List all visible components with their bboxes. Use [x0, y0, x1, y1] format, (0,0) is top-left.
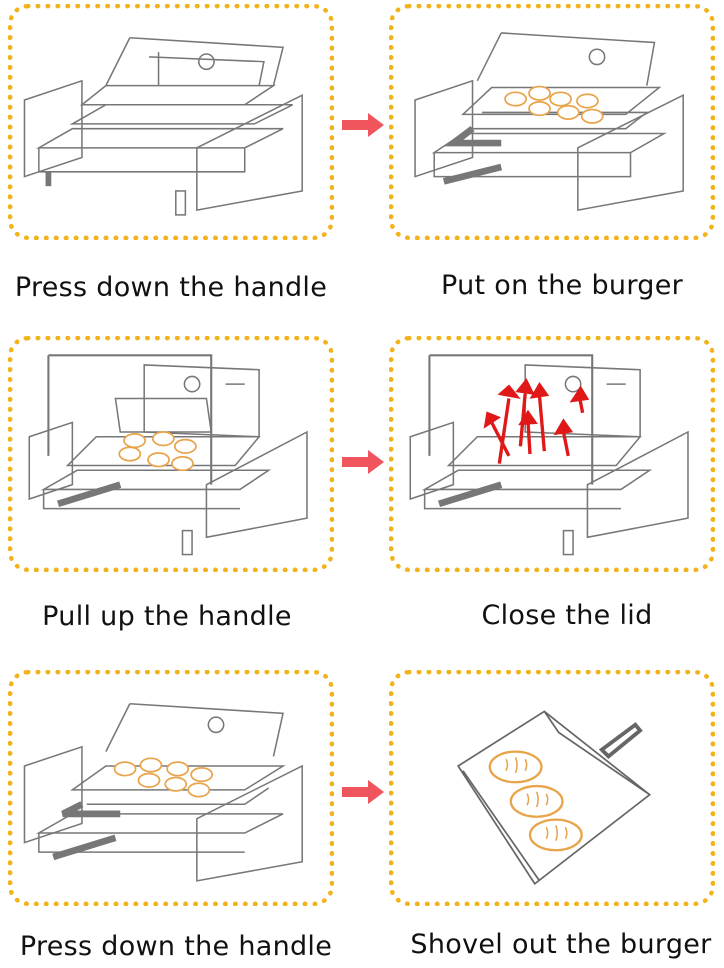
step-6-panel — [389, 670, 715, 906]
burger-shovel-illustration — [456, 710, 652, 886]
machine-handle-down-illustration — [23, 36, 303, 216]
step-2-caption: Put on the burger — [440, 270, 684, 301]
step-arrow-2 — [342, 450, 384, 474]
step-5-caption: Press down the handle — [19, 931, 333, 962]
machine-burger-tray-illustration — [414, 32, 684, 212]
step-6-caption: Shovel out the burger — [410, 929, 712, 960]
step-2-panel — [389, 4, 715, 240]
machine-handle-down-illustration-2 — [23, 702, 303, 882]
step-1-panel — [8, 4, 334, 240]
step-arrow-1 — [342, 113, 384, 137]
step-3-caption: Pull up the handle — [42, 601, 292, 632]
step-5-panel — [8, 670, 334, 906]
step-1-caption: Press down the handle — [14, 272, 328, 303]
machine-lid-closed-illustration — [409, 354, 689, 556]
step-4-caption: Close the lid — [481, 600, 653, 631]
step-3-panel — [8, 336, 334, 572]
machine-handle-up-illustration — [28, 354, 308, 556]
step-4-panel — [389, 336, 715, 572]
step-arrow-3 — [342, 780, 384, 804]
